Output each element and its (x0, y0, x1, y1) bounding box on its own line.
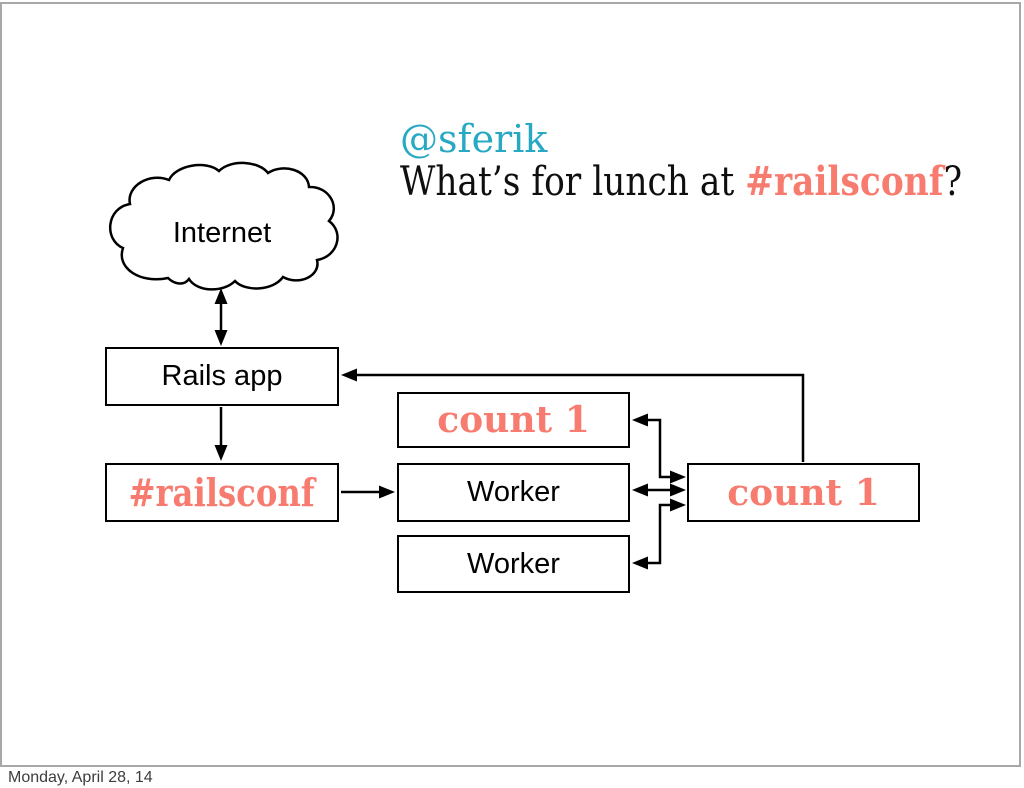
node-railsconf-label: #railsconf (128, 470, 316, 515)
node-worker-1: Worker (397, 463, 630, 522)
tweet-question-prefix: What’s for lunch at (400, 159, 746, 205)
node-worker-1-label: Worker (467, 476, 560, 508)
node-rails-app: Rails app (105, 347, 339, 406)
cloud-icon (108, 161, 339, 291)
arrow-hashtag-worker1 (341, 485, 395, 499)
arrow-railsapp-hashtag (214, 407, 228, 461)
internet-cloud-label: Internet (172, 217, 272, 249)
slide-date: Monday, April 28, 14 (8, 769, 153, 786)
node-count-right: count 1 (687, 463, 920, 522)
node-rails-app-label: Rails app (161, 360, 283, 392)
arrow-counttop-countright (632, 413, 686, 484)
tweet-question-suffix: ? (943, 159, 963, 205)
arrow-countright-railsapp (341, 368, 805, 462)
tweet-question-hashtag: #railsconf (745, 158, 944, 205)
node-count-top: count 1 (397, 392, 630, 448)
node-railsconf: #railsconf (105, 463, 339, 522)
tweet-question: What’s for lunch at #railsconf? (400, 156, 962, 208)
arrow-worker2-countright (632, 498, 686, 570)
node-worker-2-label: Worker (467, 547, 560, 580)
node-count-right-label: count 1 (727, 471, 880, 514)
arrow-internet-railsapp (214, 288, 228, 346)
tweet-handle: @sferik (400, 117, 548, 161)
node-worker-2: Worker (397, 535, 630, 593)
node-count-top-label: count 1 (437, 399, 590, 441)
arrow-worker1-countright (632, 483, 686, 497)
